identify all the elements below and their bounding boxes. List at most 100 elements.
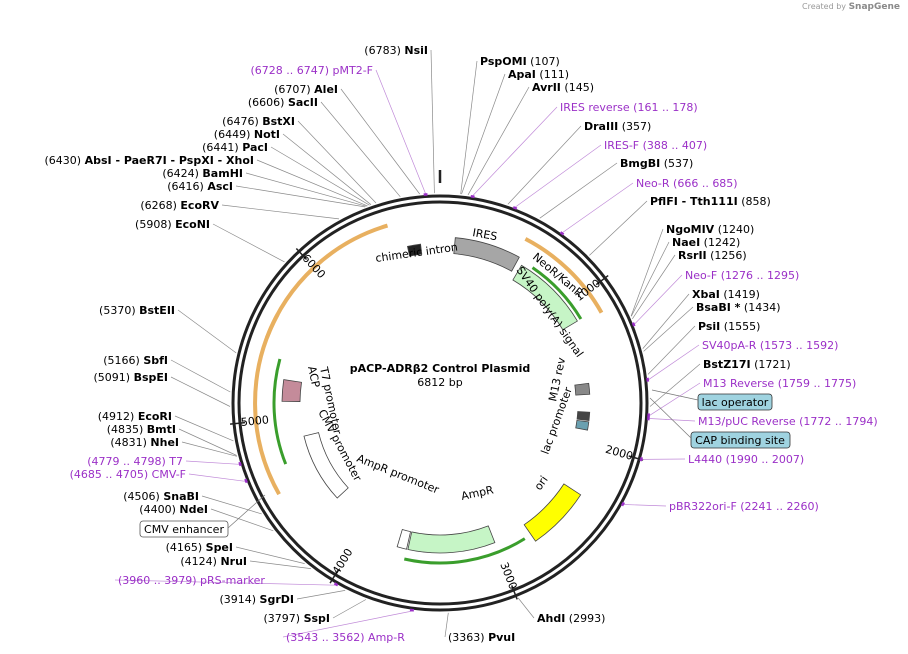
enzyme-label: DraIII (357) bbox=[584, 120, 651, 133]
lac-operator-leader bbox=[651, 389, 699, 401]
cap-site-leader bbox=[649, 397, 692, 439]
lac-operator-feature bbox=[575, 419, 590, 431]
enzyme-leader bbox=[320, 101, 401, 198]
ampr-feature bbox=[407, 525, 496, 554]
enzyme-leader bbox=[649, 363, 701, 407]
enzyme-leader bbox=[177, 309, 237, 354]
primer-label: (3960 .. 3979) pRS-marker bbox=[118, 574, 265, 587]
ampr-promoter-feature bbox=[396, 529, 412, 550]
sv40-polya-feature bbox=[574, 382, 591, 396]
enzyme-leader bbox=[245, 172, 367, 207]
enzyme-label: (6430) AbsI - PaeR7I - PspXI - XhoI bbox=[45, 154, 254, 167]
primer-leader bbox=[634, 274, 683, 325]
primer-label: (3543 .. 3562) Amp-R bbox=[286, 631, 405, 644]
enzyme-leader bbox=[539, 162, 618, 219]
enzyme-leader bbox=[178, 428, 237, 456]
primer-label: IRES-F (388 .. 407) bbox=[604, 139, 707, 152]
enzyme-leader bbox=[174, 415, 234, 442]
tick-label: 5000 bbox=[240, 413, 269, 429]
enzyme-label: (6424) BamHI bbox=[162, 167, 243, 180]
primer-leader bbox=[562, 182, 634, 233]
enzyme-leader bbox=[517, 597, 535, 619]
primer-label: IRES reverse (161 .. 178) bbox=[560, 101, 698, 114]
enzyme-leader bbox=[282, 133, 372, 205]
enzyme-label: BmgBI (537) bbox=[620, 157, 693, 170]
enzyme-leader bbox=[630, 228, 664, 317]
acp-label: ACP bbox=[305, 365, 322, 389]
neor-feature bbox=[512, 264, 578, 331]
enzyme-leader bbox=[430, 49, 435, 194]
primer-leader bbox=[188, 473, 246, 482]
enzyme-label: AvrII (145) bbox=[532, 81, 594, 94]
tick-label: 3000 bbox=[497, 561, 519, 592]
enzyme-leader bbox=[461, 73, 506, 195]
enzyme-label: XbaI (1419) bbox=[692, 288, 760, 301]
enzyme-leader bbox=[181, 441, 237, 457]
enzyme-leader bbox=[235, 185, 366, 208]
primer-label: pBR322ori-F (2241 .. 2260) bbox=[669, 500, 819, 513]
m13-rev-feature bbox=[576, 411, 591, 421]
enzyme-leader bbox=[249, 560, 311, 569]
primer-label: Neo-F (1276 .. 1295) bbox=[685, 269, 799, 282]
backbone-outer bbox=[231, 194, 649, 612]
enzyme-label: NgoMIV (1240) bbox=[666, 223, 754, 236]
enzyme-label: BsaBI * (1434) bbox=[696, 301, 781, 314]
primer-leader bbox=[282, 610, 412, 638]
tick-mark bbox=[295, 247, 308, 260]
enzyme-label: PsiI (1555) bbox=[698, 320, 760, 333]
ires-feature bbox=[453, 237, 520, 272]
green-arc-left bbox=[272, 358, 288, 465]
enzyme-label: (6606) SacII bbox=[248, 96, 318, 109]
primer-label: M13 Reverse (1759 .. 1775) bbox=[703, 377, 856, 390]
enzyme-label: NaeI (1242) bbox=[672, 236, 740, 249]
enzyme-label: (6449) NotI bbox=[214, 128, 280, 141]
tick-mark bbox=[510, 585, 518, 600]
primer-label: (4779 .. 4798) T7 bbox=[87, 455, 183, 468]
enzyme-leader bbox=[221, 204, 340, 220]
enzyme-label: (3914) SgrDI bbox=[219, 593, 294, 606]
lac-operator-label: lac operator bbox=[702, 396, 769, 409]
tick-mark bbox=[229, 421, 246, 425]
enzyme-leader bbox=[332, 599, 367, 619]
enzyme-label: PspOMI (107) bbox=[480, 55, 560, 68]
enzyme-label: RsrII (1256) bbox=[678, 249, 747, 262]
cmv-enhancer-label: CMV enhancer bbox=[144, 523, 224, 536]
enzyme-label: (6416) AscI bbox=[167, 180, 233, 193]
backbone-inner bbox=[237, 200, 643, 606]
enzyme-leader bbox=[632, 254, 676, 319]
enzyme-label: (5908) EcoNI bbox=[135, 218, 210, 231]
enzyme-label: (4400) NdeI bbox=[139, 503, 208, 516]
primer-leader bbox=[515, 144, 602, 208]
enzyme-leader bbox=[270, 146, 370, 206]
primer-mark bbox=[409, 608, 415, 612]
enzyme-leader bbox=[630, 241, 670, 317]
primer-label: (4685 .. 4705) CMV-F bbox=[70, 468, 186, 481]
primer-label: L4440 (1990 .. 2007) bbox=[688, 453, 804, 466]
primer-leader bbox=[114, 579, 336, 586]
enzyme-leader bbox=[235, 546, 305, 564]
orange-arc-left-lower bbox=[253, 313, 281, 496]
enzyme-label: AhdI (2993) bbox=[537, 612, 605, 625]
acp-feature bbox=[281, 379, 302, 402]
primer-leader bbox=[623, 504, 667, 507]
watermark-prefix: Created by bbox=[802, 2, 847, 11]
primer-mark bbox=[620, 501, 625, 507]
cmv-promoter-feature bbox=[303, 432, 349, 499]
ires-label: IRES bbox=[471, 226, 498, 243]
enzyme-label: (5091) BspEI bbox=[94, 371, 169, 384]
tick-mark bbox=[329, 569, 339, 584]
plasmid-name: pACP-ADRβ2 Control Plasmid bbox=[350, 362, 531, 375]
primer-mark bbox=[512, 206, 518, 210]
orange-arc-left bbox=[265, 223, 389, 339]
plasmid-length: 6812 bp bbox=[417, 376, 462, 389]
ampr-label: AmpR bbox=[460, 483, 495, 503]
feature-layer bbox=[253, 223, 604, 565]
lac-operator-box: lac operator bbox=[697, 393, 773, 411]
primer-mark bbox=[639, 456, 644, 462]
primer-mark bbox=[244, 478, 248, 484]
primer-mark bbox=[631, 322, 636, 327]
enzyme-label: (6476) BstXI bbox=[222, 115, 295, 128]
enzyme-leader bbox=[467, 86, 530, 196]
primer-leader bbox=[649, 382, 701, 416]
